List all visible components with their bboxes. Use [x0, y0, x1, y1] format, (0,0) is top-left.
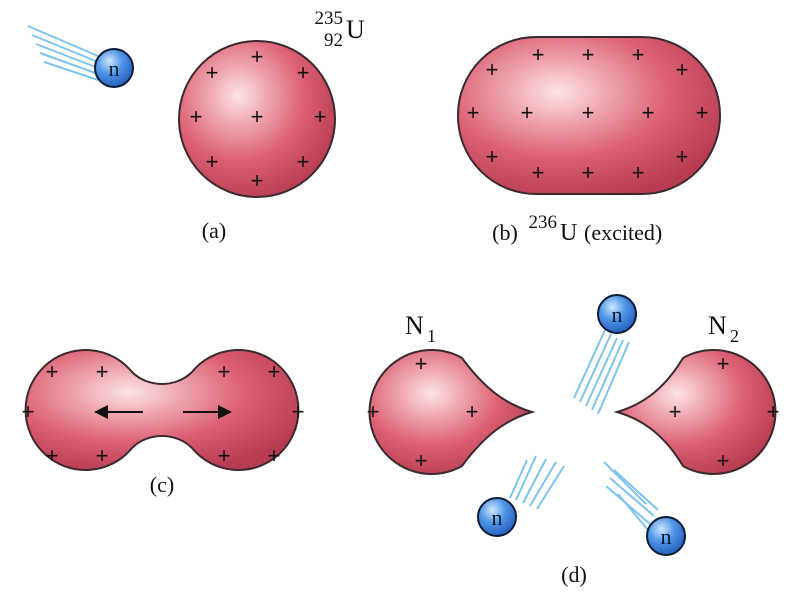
panel-c: + + + + + + + + + + (c)	[22, 349, 305, 497]
charge-plus: +	[717, 351, 730, 376]
panel-d: + + + + N 1 + + + + N 2 n	[367, 294, 780, 587]
charge-plus: +	[251, 104, 264, 129]
charge-plus: +	[466, 399, 479, 424]
charge-plus: +	[676, 57, 689, 82]
charge-plus: +	[46, 443, 59, 468]
neutron-ball	[597, 294, 637, 334]
charge-plus: +	[297, 60, 310, 85]
charge-plus: +	[218, 443, 231, 468]
fragment-n2	[613, 349, 777, 475]
charge-plus: +	[292, 399, 305, 424]
charge-plus: +	[582, 160, 595, 185]
neutron-ball	[646, 516, 686, 556]
charge-plus: +	[632, 42, 645, 67]
neutron-label: n	[492, 505, 503, 530]
charge-plus: +	[206, 60, 219, 85]
charge-plus: +	[314, 104, 327, 129]
neutron-trail	[573, 329, 630, 415]
charge-plus: +	[669, 399, 682, 424]
charge-plus: +	[467, 100, 480, 125]
u236-symbol: U	[560, 220, 577, 246]
dumbbell-nucleus	[24, 349, 300, 471]
caption-b: (b)	[492, 220, 518, 245]
charge-plus: +	[268, 443, 281, 468]
charge-plus: +	[22, 399, 35, 424]
charge-plus: +	[190, 104, 203, 129]
neutron-label: n	[661, 524, 672, 549]
charge-plus: +	[717, 448, 730, 473]
charge-plus: +	[582, 100, 595, 125]
charge-plus: +	[96, 443, 109, 468]
neutron-ball	[94, 48, 134, 88]
neutron-trail	[27, 25, 99, 81]
u236-excited-nucleus	[457, 36, 721, 195]
n2-letter: N	[708, 311, 727, 340]
n1-letter: N	[405, 311, 424, 340]
right-arrowhead-icon	[218, 405, 232, 419]
n1-subscript: 1	[427, 326, 436, 346]
charge-plus: +	[206, 149, 219, 174]
released-neutron-bottom-left: n	[477, 455, 565, 537]
left-arrowhead-icon	[94, 405, 108, 419]
neutron-trail	[509, 455, 565, 510]
charge-plus: +	[268, 359, 281, 384]
element-symbol: U	[346, 15, 365, 44]
charge-plus: +	[632, 160, 645, 185]
caption-c: (c)	[150, 472, 174, 497]
u235-nucleus	[178, 40, 336, 198]
charge-plus: +	[218, 359, 231, 384]
incoming-neutron: n	[27, 25, 134, 88]
u235-symbol: 235 92 U	[315, 8, 366, 51]
u235-charges: + + + + + + + + +	[190, 44, 327, 193]
charge-plus: +	[486, 57, 499, 82]
charge-plus: +	[696, 100, 709, 125]
charge-plus: +	[251, 168, 264, 193]
neutron-ball	[477, 497, 517, 537]
charge-plus: +	[532, 160, 545, 185]
panel-a: n + + + + + + + + + 235 92 U (a)	[27, 8, 366, 243]
charge-plus: +	[415, 448, 428, 473]
dumbbell-charges: + + + + + + + + + +	[22, 359, 305, 468]
n1-charges: + + + +	[367, 351, 479, 473]
charge-plus: +	[582, 42, 595, 67]
neutron-label: n	[612, 302, 623, 327]
released-neutron-top: n	[573, 294, 637, 415]
panel-b: + + + + + + + + + + + + + + + (b) 236 U …	[457, 36, 721, 246]
fragment-n1	[368, 349, 536, 475]
neutron-label: n	[109, 56, 120, 81]
u236-charges: + + + + + + + + + + + + + + +	[467, 42, 709, 185]
released-neutron-bottom-right: n	[603, 461, 686, 556]
charge-plus: +	[297, 149, 310, 174]
charge-plus: +	[521, 100, 534, 125]
charge-plus: +	[46, 359, 59, 384]
charge-plus: +	[676, 144, 689, 169]
n2-subscript: 2	[730, 326, 739, 346]
charge-plus: +	[367, 399, 380, 424]
charge-plus: +	[642, 100, 655, 125]
n2-charges: + + + +	[669, 351, 780, 473]
u236-mass-number: 236	[529, 212, 558, 233]
caption-a: (a)	[202, 218, 226, 243]
charge-plus: +	[486, 144, 499, 169]
charge-plus: +	[767, 399, 780, 424]
charge-plus: +	[532, 42, 545, 67]
neutron-trail	[603, 461, 659, 531]
charge-plus: +	[96, 359, 109, 384]
excited-note: (excited)	[584, 220, 662, 245]
separation-arrows	[94, 405, 232, 419]
caption-d: (d)	[561, 562, 587, 587]
mass-number: 235	[315, 8, 344, 29]
charge-plus: +	[251, 44, 264, 69]
atomic-number: 92	[324, 30, 343, 51]
charge-plus: +	[415, 351, 428, 376]
